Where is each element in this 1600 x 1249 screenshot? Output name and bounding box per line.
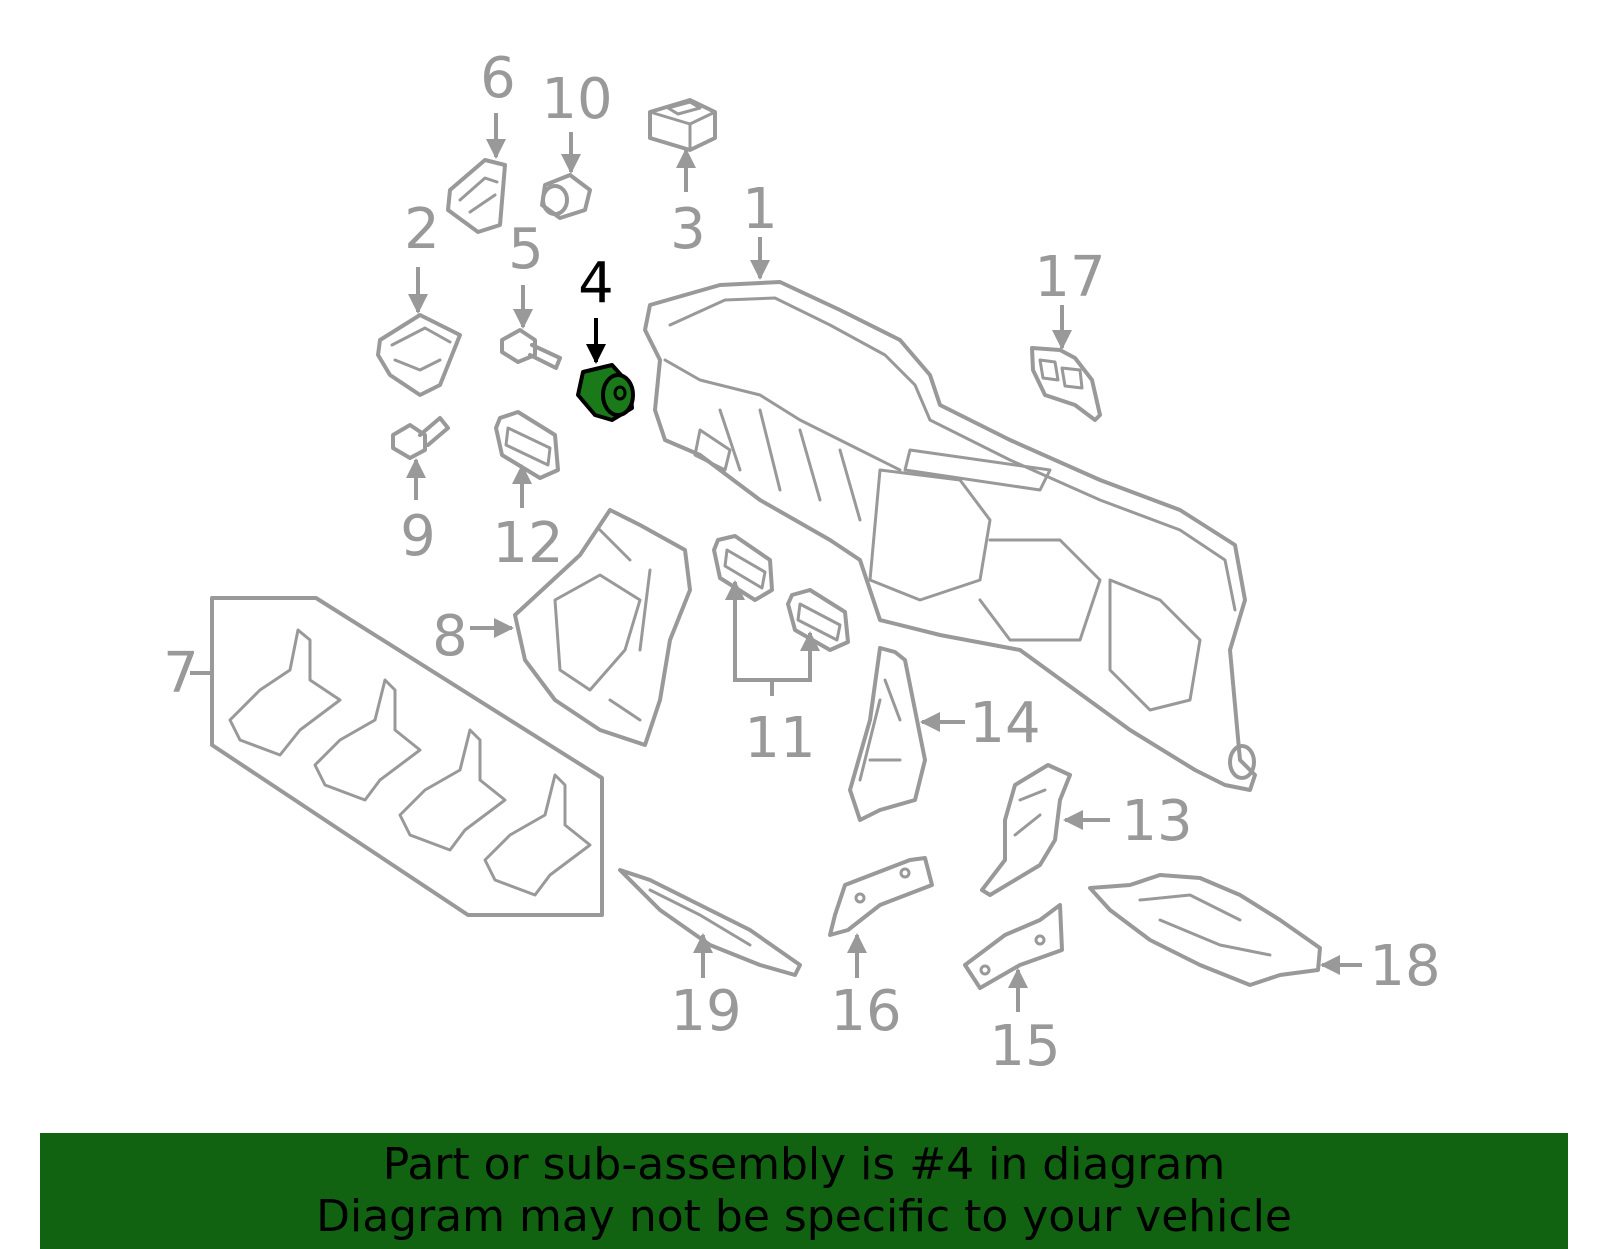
part-4-bushing xyxy=(576,363,635,422)
callout-17: 17 xyxy=(1034,245,1105,310)
callout-6: 6 xyxy=(480,46,516,111)
part-5-bolt xyxy=(500,328,562,370)
callout-14: 14 xyxy=(969,691,1040,756)
callout-13: 13 xyxy=(1121,789,1192,854)
part-14-bracket xyxy=(848,646,927,822)
part-1-dash-panel xyxy=(643,280,1257,792)
callout-labels: 1 2 3 4 5 6 7 8 9 10 11 12 13 14 15 16 1… xyxy=(163,46,1440,1079)
banner-line-part: Part or sub-assembly is #4 in diagram xyxy=(382,1139,1226,1190)
callout-1: 1 xyxy=(742,177,778,242)
part-8-insulator xyxy=(513,508,692,747)
part-16-bracket xyxy=(828,856,934,937)
callout-10: 10 xyxy=(541,67,612,132)
part-10-bushing xyxy=(540,173,592,220)
part-12-grommet xyxy=(494,410,560,480)
part-13-bracket xyxy=(980,763,1072,897)
part-17-bracket xyxy=(1030,346,1102,422)
callout-9: 9 xyxy=(400,504,436,569)
callout-18: 18 xyxy=(1369,934,1440,999)
callout-11: 11 xyxy=(744,706,815,771)
info-banner: Part or sub-assembly is #4 in diagram Di… xyxy=(40,1133,1568,1249)
part-19-strip xyxy=(618,868,802,977)
part-9-bolt xyxy=(391,416,450,460)
part-6-bracket xyxy=(446,158,507,234)
part-7-insulator xyxy=(210,596,604,917)
callout-4: 4 xyxy=(578,251,614,316)
callout-5: 5 xyxy=(508,217,544,282)
part-2-bracket xyxy=(376,313,462,397)
callout-15: 15 xyxy=(989,1014,1060,1079)
callout-3: 3 xyxy=(670,197,706,262)
parts-diagram: 1 2 3 4 5 6 7 8 9 10 11 12 13 14 15 16 1… xyxy=(163,46,1440,1079)
part-3-pad xyxy=(648,98,717,152)
part-18-panel xyxy=(1088,873,1322,987)
leader-lines xyxy=(190,113,1362,1012)
callout-8: 8 xyxy=(432,604,468,669)
part-15-bracket xyxy=(963,903,1064,990)
callout-2: 2 xyxy=(404,197,440,262)
part-11-grommets xyxy=(712,534,850,652)
callout-7: 7 xyxy=(163,641,199,706)
callout-12: 12 xyxy=(492,511,563,576)
banner-line-disclaimer: Diagram may not be specific to your vehi… xyxy=(316,1191,1292,1242)
callout-19: 19 xyxy=(670,979,741,1044)
callout-16: 16 xyxy=(830,979,901,1044)
